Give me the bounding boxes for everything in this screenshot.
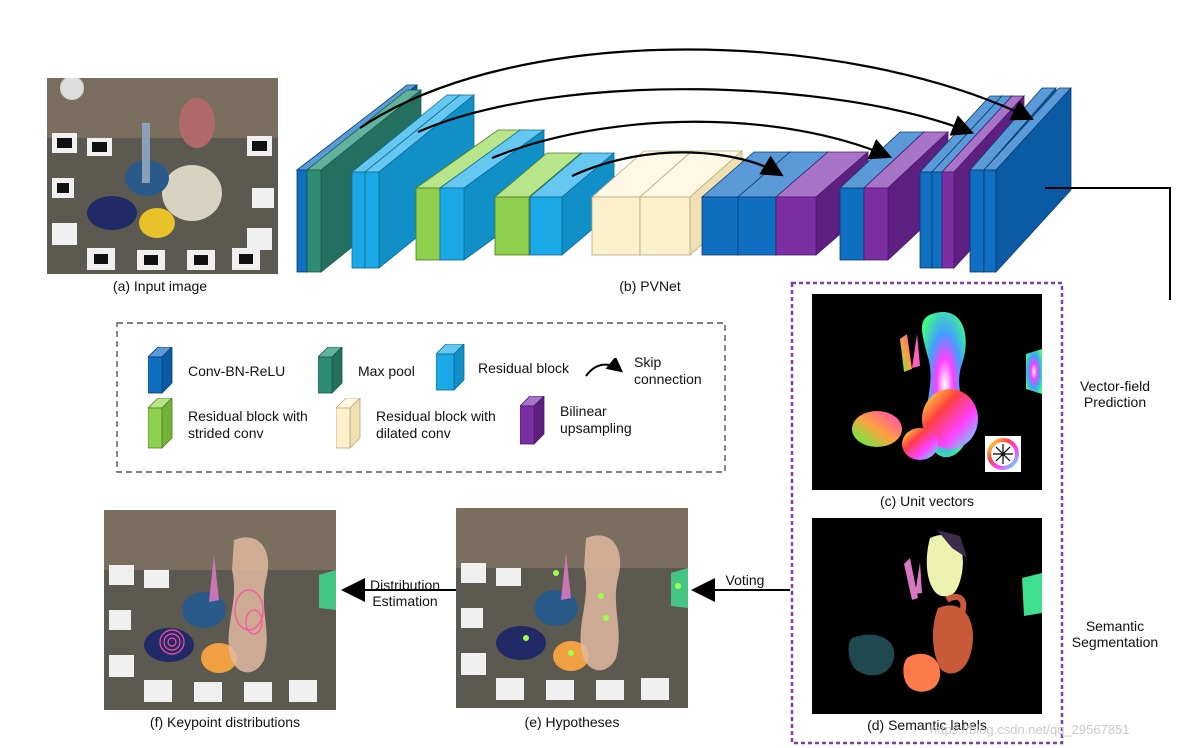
input-image bbox=[47, 78, 278, 274]
watermark: https://blog.csdn.net/qq_29567851 bbox=[930, 722, 1130, 737]
legend-swatch-maxpool bbox=[318, 347, 343, 394]
legend-label-residual: Residual block bbox=[478, 360, 570, 376]
legend-label-strided: Residual block with strided conv bbox=[188, 408, 308, 441]
legend-label-conv: Conv-BN-ReLU bbox=[188, 363, 286, 379]
legend-label-skip: Skip connection bbox=[634, 354, 702, 387]
legend-swatch-dilated bbox=[336, 398, 361, 449]
caption-input-image: (a) Input image bbox=[112, 278, 208, 294]
legend-swatch-upsampling bbox=[520, 396, 545, 445]
hypotheses-image bbox=[456, 508, 688, 708]
unit-vectors-image bbox=[812, 294, 1042, 490]
caption-pvnet: (b) PVNet bbox=[619, 278, 681, 294]
legend-label-upsampling: Bilinear upsampling bbox=[560, 403, 632, 436]
legend-swatch-strided bbox=[148, 398, 173, 449]
legend-label-maxpool: Max pool bbox=[358, 363, 415, 379]
skip-connection-4 bbox=[571, 151, 784, 177]
label-voting: Voting bbox=[725, 572, 765, 588]
skip-connection-3 bbox=[491, 120, 893, 160]
pvnet-architecture bbox=[295, 48, 1171, 300]
legend-label-dilated: Residual block with dilated conv bbox=[376, 408, 496, 441]
skip-connection-2 bbox=[417, 88, 975, 136]
legend-swatch-conv bbox=[148, 347, 173, 394]
network-blocks bbox=[295, 84, 1072, 274]
output-connector bbox=[1045, 187, 1171, 300]
label-semantic-segmentation: Semantic Segmentation bbox=[1071, 618, 1159, 650]
label-distribution: Distribution Estimation bbox=[369, 577, 441, 609]
caption-keypoint-distributions: (f) Keypoint distributions bbox=[149, 714, 301, 730]
skip-connections bbox=[359, 48, 1034, 177]
caption-unit-vectors: (c) Unit vectors bbox=[879, 493, 975, 509]
keypoint-distributions-image bbox=[104, 510, 336, 710]
legend-swatch-residual bbox=[436, 344, 465, 391]
network-block-conv-19 bbox=[983, 86, 1072, 274]
label-vector-field: Vector-field Prediction bbox=[1079, 378, 1151, 410]
legend-swatch-skip bbox=[585, 358, 624, 377]
skip-connection-1 bbox=[359, 48, 1034, 129]
caption-semantic-labels: (d) Semantic labels bbox=[867, 717, 987, 733]
semantic-labels-image bbox=[812, 518, 1042, 714]
caption-hypotheses: (e) Hypotheses bbox=[524, 714, 620, 730]
